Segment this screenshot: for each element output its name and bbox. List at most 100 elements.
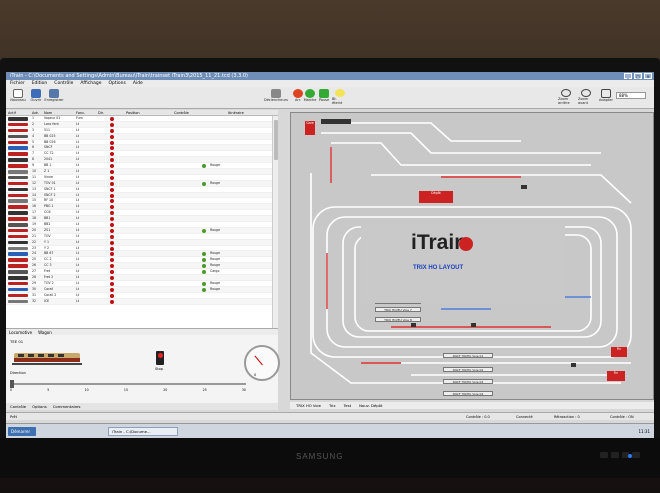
new-button[interactable]: Nouveau: [10, 89, 26, 105]
stop-icon[interactable]: [110, 240, 114, 245]
fit-button[interactable]: Adapter: [598, 89, 614, 105]
stop-icon[interactable]: [110, 170, 114, 175]
stop-icon[interactable]: [110, 205, 114, 210]
stop-icon[interactable]: [110, 287, 114, 292]
station-label[interactable]: SNCF HO/EU Voie 04: [443, 391, 493, 396]
stop-icon[interactable]: [110, 122, 114, 127]
tab-wagon[interactable]: Wagon: [38, 330, 52, 335]
menu-file[interactable]: Fichier: [10, 81, 25, 86]
go-icon[interactable]: [202, 287, 206, 292]
menu-options[interactable]: Options: [108, 81, 126, 86]
col-name[interactable]: Nom: [44, 111, 53, 115]
col-position[interactable]: Position: [126, 111, 140, 115]
station-label[interactable]: SNCF HO/EU Voie 02: [443, 367, 493, 372]
zoom-out-button[interactable]: Zoom arrière: [558, 89, 574, 105]
stop-icon[interactable]: [110, 140, 114, 145]
col-function[interactable]: Fonc.: [76, 111, 86, 115]
tab-options[interactable]: Options: [32, 404, 47, 409]
depot-box[interactable]: Dépôt: [419, 191, 453, 203]
go-icon[interactable]: [202, 181, 206, 186]
go-icon[interactable]: [202, 252, 206, 257]
stop-icon[interactable]: [110, 217, 114, 222]
stop-icon[interactable]: [110, 199, 114, 204]
stop-icon[interactable]: [110, 281, 114, 286]
col-route[interactable]: Itinéraire: [228, 111, 244, 115]
menu-view[interactable]: Affichage: [80, 81, 102, 86]
station-box[interactable]: Gare: [305, 121, 315, 135]
menu-edit[interactable]: Edition: [31, 81, 48, 86]
track-layout[interactable]: TRIX HO/EU Voie 1 TRIX HO/EU Voie 2 TRIX…: [290, 112, 654, 400]
station-label[interactable]: SNCF HO/EU Voie 03: [443, 379, 493, 384]
zoom-select[interactable]: 88%: [616, 92, 646, 99]
minimize-button[interactable]: _: [624, 73, 632, 79]
stop-icon[interactable]: [110, 246, 114, 251]
col-address[interactable]: Adr.: [32, 111, 39, 115]
stop-signal-icon[interactable]: [156, 351, 164, 365]
go-icon[interactable]: [202, 164, 206, 169]
stop-icon[interactable]: [110, 234, 114, 239]
scrollbar-thumb[interactable]: [274, 120, 278, 160]
endpoint-box[interactable]: Fin: [607, 371, 625, 381]
station-label[interactable]: TRIX HO/EU Voie 7: [375, 307, 421, 312]
close-button[interactable]: ×: [644, 73, 652, 79]
stop-icon[interactable]: [110, 193, 114, 198]
tab-layout-1[interactable]: TRIX HO Voie: [296, 403, 321, 408]
stop-icon[interactable]: [110, 211, 114, 216]
stop-icon[interactable]: [110, 264, 114, 269]
tab-layout-3[interactable]: Test: [343, 403, 352, 408]
col-control[interactable]: Contrôle: [174, 111, 189, 115]
go-icon[interactable]: [202, 281, 206, 286]
stop-button[interactable]: Arr.: [290, 89, 306, 105]
menu-control[interactable]: Contrôle: [54, 81, 74, 86]
tab-control[interactable]: Contrôle: [10, 404, 27, 409]
tab-comments[interactable]: Commentaires: [52, 404, 81, 409]
open-button[interactable]: Ouvrir: [28, 89, 44, 105]
go-icon[interactable]: [202, 270, 206, 275]
speed-slider[interactable]: [10, 380, 246, 388]
stop-icon[interactable]: [110, 181, 114, 186]
endpoint-box[interactable]: Fin: [611, 347, 627, 357]
taskbar-item-itrain[interactable]: iTrain - C:\Docume...: [108, 427, 178, 436]
col-active[interactable]: Actif: [8, 111, 16, 115]
menu-help[interactable]: Aide: [132, 81, 143, 86]
go-button[interactable]: Marche: [302, 89, 318, 105]
stop-icon[interactable]: [110, 223, 114, 228]
tab-locomotive[interactable]: Locomotive: [9, 330, 33, 335]
stop-icon[interactable]: [110, 117, 114, 121]
tab-layout-2[interactable]: Trix: [328, 403, 336, 408]
stop-icon[interactable]: [110, 152, 114, 157]
stop-icon[interactable]: [110, 228, 114, 233]
stop-icon[interactable]: [110, 146, 114, 151]
stop-icon[interactable]: [110, 164, 114, 169]
stop-icon[interactable]: [110, 299, 114, 304]
station-label[interactable]: TRIX HO/EU Voie 8: [375, 317, 421, 322]
start-button[interactable]: Démarrer: [8, 427, 36, 436]
stop-icon[interactable]: [110, 134, 114, 139]
stop-icon[interactable]: [110, 293, 114, 298]
go-icon[interactable]: [202, 228, 206, 233]
stop-icon[interactable]: [110, 252, 114, 257]
maximize-button[interactable]: □: [634, 73, 642, 79]
